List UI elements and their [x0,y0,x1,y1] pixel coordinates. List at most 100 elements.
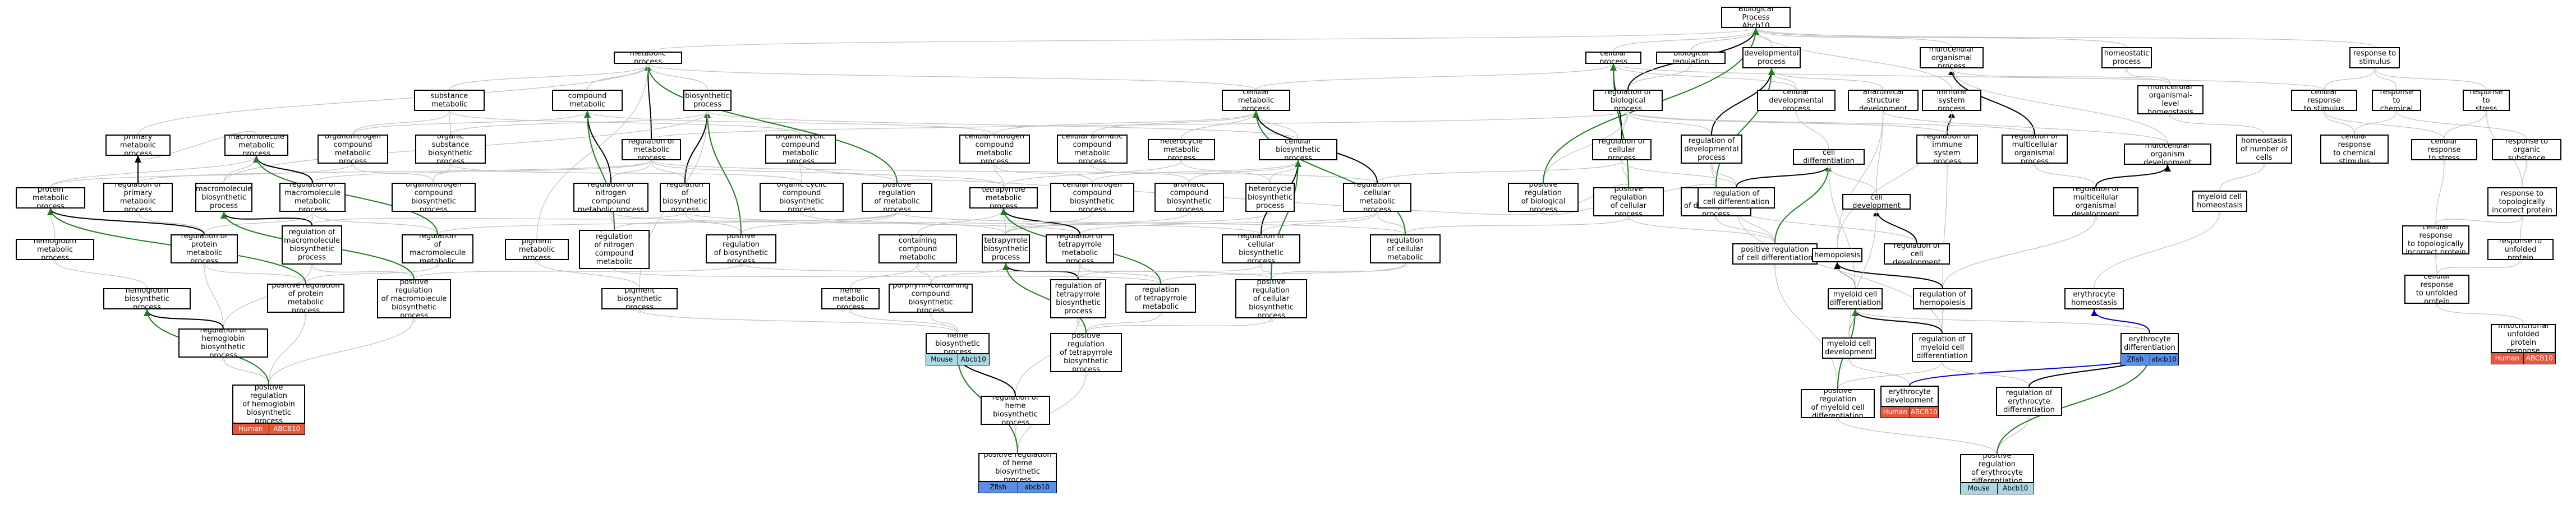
go-term-biological-regulation[interactable]: biological regulation [1656,52,1726,64]
go-term-cell-differentiation[interactable]: cell differentiation [1793,149,1865,165]
go-term-hemopoiesis[interactable]: hemopoiesis [1812,248,1862,262]
go-term-cell-development[interactable]: cell development [1842,194,1911,210]
go-term-cellular-process[interactable]: cellular process [1585,52,1641,64]
